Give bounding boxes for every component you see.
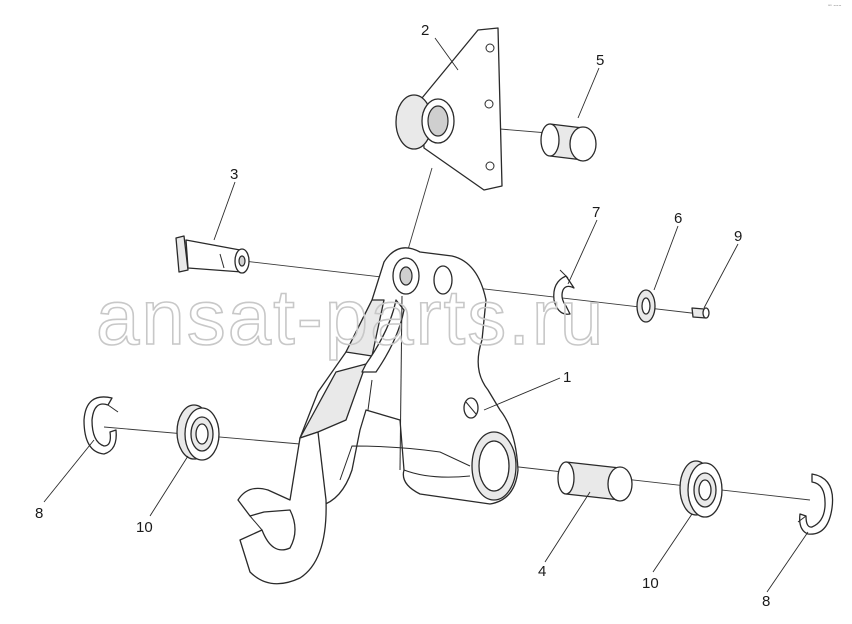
- callout-7: 7: [592, 204, 600, 221]
- washer-part-6: [636, 289, 656, 323]
- bushing-part-4: [557, 461, 633, 502]
- callout-3: 3: [230, 166, 238, 183]
- callout-5: 5: [596, 52, 604, 69]
- leader-lines: [43, 37, 809, 593]
- pin-part-3: [175, 235, 250, 274]
- callout-labels: 1 2 3 4 5 6 7 8 9 10 8 10: [35, 22, 770, 610]
- bearing-part-10-right: [679, 460, 723, 518]
- callout-8-right: 8: [762, 593, 770, 610]
- grease-nipple-part-9: [691, 307, 710, 319]
- lock-washer-part-7: [553, 269, 575, 315]
- callout-2: 2: [421, 22, 429, 39]
- bearing-part-10-left: [176, 404, 220, 461]
- corner-mark: ᵃˢ ⁼⁼⁼: [828, 4, 842, 10]
- callout-10-left: 10: [136, 519, 153, 536]
- retaining-ring-part-8-left: [83, 396, 119, 455]
- callout-1: 1: [563, 369, 571, 386]
- bushing-part-5: [540, 123, 597, 162]
- callout-10-right: 10: [642, 575, 659, 592]
- callout-6: 6: [674, 210, 682, 227]
- callout-9: 9: [734, 228, 742, 245]
- mounting-plate-part-2: [395, 27, 503, 191]
- watermark-text: ansat-parts.ru: [96, 273, 605, 361]
- callout-4: 4: [538, 563, 546, 580]
- lever-part-1: [237, 247, 519, 585]
- callout-8-left: 8: [35, 505, 43, 522]
- retaining-ring-part-8-right: [797, 473, 834, 535]
